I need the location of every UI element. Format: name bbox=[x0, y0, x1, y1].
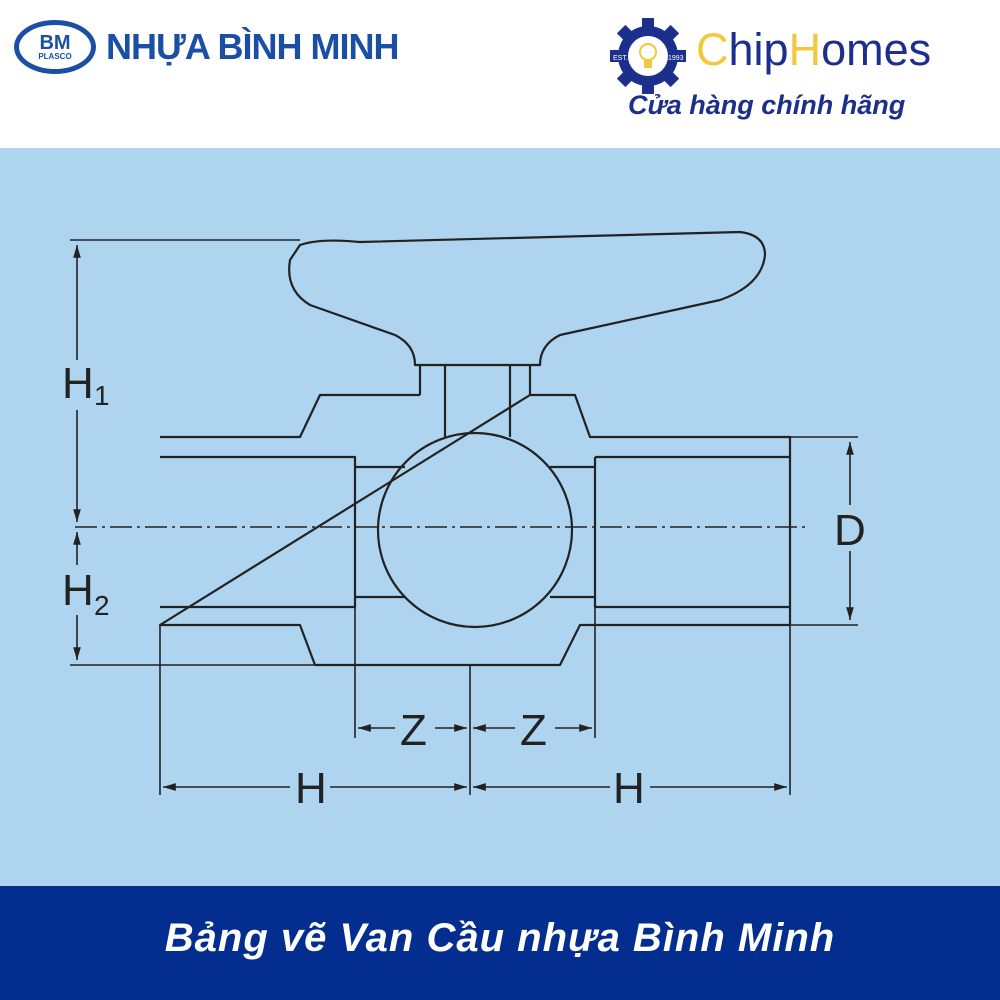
gear-bulb-icon: EST. 1993 bbox=[610, 18, 686, 94]
label-d: D bbox=[834, 506, 866, 555]
extension-lines bbox=[70, 239, 858, 795]
bm-logo-mark: BM PLASCO bbox=[14, 20, 96, 74]
valve-ball bbox=[376, 431, 574, 629]
svg-text:1: 1 bbox=[94, 380, 110, 411]
valve-handle bbox=[288, 230, 767, 367]
binh-minh-name: NHỰA BÌNH MINH bbox=[106, 26, 400, 67]
footer-banner: Bảng vẽ Van Cầu nhựa Bình Minh bbox=[0, 886, 1000, 1000]
label-h2: H bbox=[62, 566, 94, 615]
footer-caption: Bảng vẽ Van Cầu nhựa Bình Minh bbox=[164, 916, 836, 960]
chiphomes-tagline: Cửa hàng chính hãng bbox=[628, 90, 906, 120]
svg-text:2: 2 bbox=[94, 590, 110, 621]
pipe-bores bbox=[160, 455, 790, 609]
svg-text:EST.: EST. bbox=[613, 55, 628, 62]
binh-minh-logo: BM PLASCO NHỰA BÌNH MINH bbox=[14, 20, 400, 74]
valve-stem bbox=[418, 365, 532, 437]
label-h-left: H bbox=[295, 764, 327, 813]
label-h1: H bbox=[62, 359, 94, 408]
label-h-right: H bbox=[613, 764, 645, 813]
svg-text:1993: 1993 bbox=[668, 55, 684, 62]
valve-body-outline bbox=[158, 393, 792, 667]
header: BM PLASCO NHỰA BÌNH MINH EST. 1993 ChipH… bbox=[0, 0, 1000, 148]
chiphomes-name: ChipHomes bbox=[696, 24, 932, 75]
label-z-right: Z bbox=[520, 706, 547, 755]
label-z-left: Z bbox=[400, 706, 427, 755]
valve-diagram: H 1 H 2 D Z Z H H bbox=[62, 230, 868, 813]
ball-valve-drawing: H 1 H 2 D Z Z H H bbox=[0, 148, 1000, 886]
